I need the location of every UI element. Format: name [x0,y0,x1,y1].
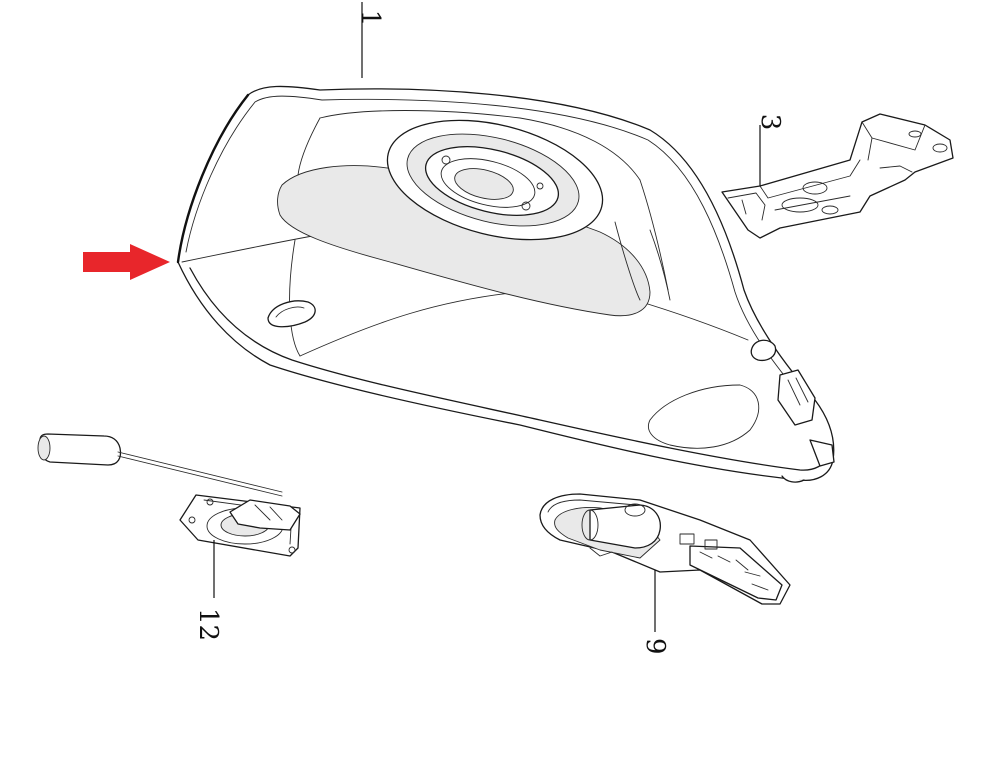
fuel-gauge-sender[interactable] [37,433,301,557]
arrow-right-icon [83,244,170,280]
callout-fuel-pump-number: 9 [640,638,670,655]
callout-fuel-gauge-number: 12 [193,608,223,641]
filler-cap [386,119,604,241]
callout-bracket-number: 3 [755,114,785,131]
callout-tank-number: 1 [355,10,385,27]
fuel-tank[interactable] [176,85,835,483]
bracket-part[interactable] [721,113,954,239]
fuel-pump-part[interactable] [539,493,791,605]
